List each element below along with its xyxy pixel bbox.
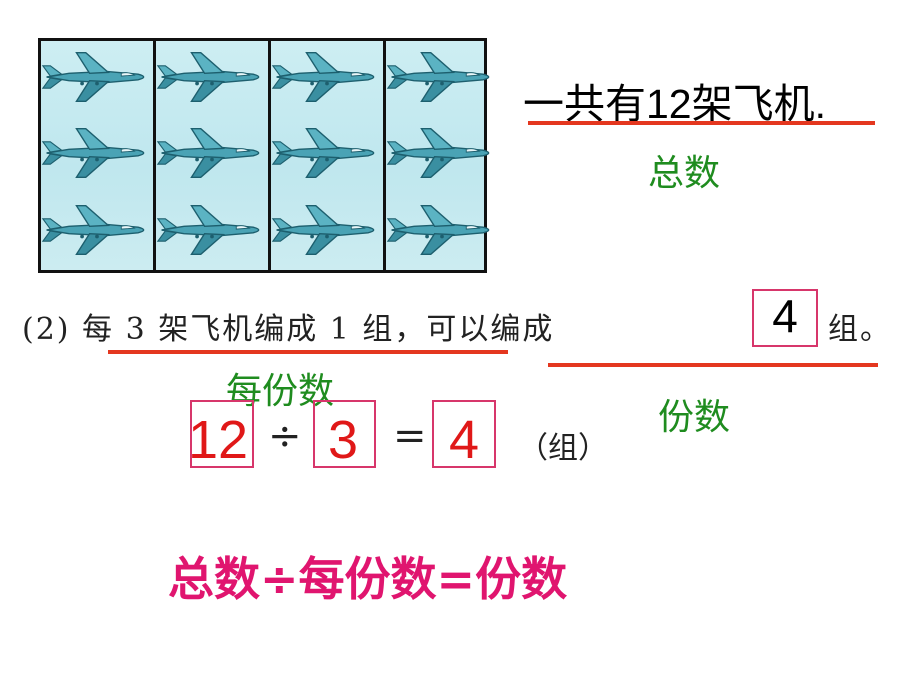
equals-sign: = (393, 413, 427, 459)
dividend-box (190, 400, 254, 468)
quotient-box (432, 400, 496, 468)
answer-box: 4 (752, 289, 818, 347)
problem-sentence-prefix: (2) 每 3 架飞机编成 1 组，可以编成 (22, 312, 555, 347)
divisor: 3 (328, 410, 359, 470)
airplane-column (386, 41, 498, 270)
airplane-icon (271, 49, 383, 109)
per-group-underline (108, 350, 508, 354)
divide-sign: ÷ (268, 413, 302, 459)
airplane-icon (386, 49, 498, 109)
label-per-group: 每份数 (226, 371, 335, 412)
airplane-column (156, 41, 271, 270)
airplane-icon (271, 125, 383, 185)
airplane-grid (38, 38, 490, 273)
airplane-icon (271, 202, 383, 262)
airplane-icon (156, 202, 268, 262)
quotient: 4 (449, 410, 480, 470)
dividend: 12 (188, 410, 249, 470)
label-groups: 份数 (658, 397, 731, 438)
airplane-icon (41, 125, 153, 185)
equation-unit: （组） (518, 431, 608, 466)
total-statement: 一共有12架飞机. (523, 81, 826, 127)
divisor-box (313, 400, 376, 468)
airplane-icon (386, 125, 498, 185)
airplane-icon (156, 49, 268, 109)
answer-value: 4 (772, 290, 798, 342)
label-total: 总数 (648, 153, 721, 194)
groups-underline (548, 363, 878, 367)
airplane-icon (41, 202, 153, 262)
airplane-icon (41, 49, 153, 109)
total-statement-underline (528, 121, 875, 125)
formula: 总数÷每份数=份数 (168, 552, 568, 606)
airplane-icon (156, 125, 268, 185)
problem-sentence-suffix: 组。 (828, 312, 892, 347)
airplane-icon (386, 202, 498, 262)
airplane-column (271, 41, 386, 270)
airplane-column (41, 41, 156, 270)
